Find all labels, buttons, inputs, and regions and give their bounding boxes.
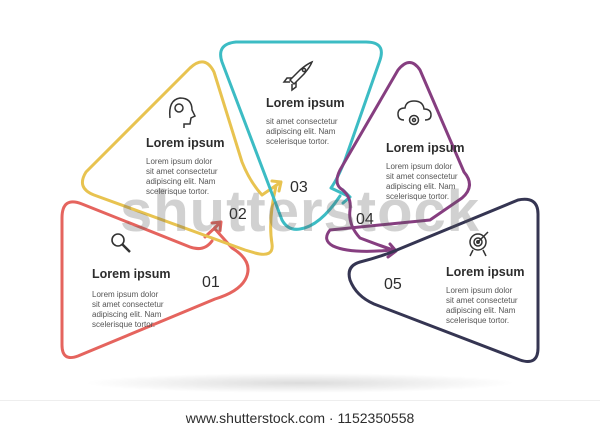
magnifier-icon <box>111 233 131 253</box>
step-1-number: 01 <box>202 274 220 291</box>
cloud-gear-icon <box>397 100 432 126</box>
head-brain-icon <box>168 97 197 128</box>
footer-bar: www.shutterstock.com · 1152350558 <box>0 400 600 435</box>
infographic-diagram: Lorem ipsum Lorem ipsum dolor sit amet c… <box>60 40 540 393</box>
step-1-title: Lorem ipsum <box>92 267 171 281</box>
step-1-desc: Lorem ipsum dolor sit amet consectetur a… <box>92 290 166 329</box>
step-1: Lorem ipsum Lorem ipsum dolor sit amet c… <box>60 200 250 360</box>
target-icon <box>469 231 489 257</box>
step-4-desc: Lorem ipsum dolor sit amet consectetur a… <box>386 162 460 201</box>
step-5: Lorem ipsum Lorem ipsum dolor sit amet c… <box>347 197 540 363</box>
step-4-title: Lorem ipsum <box>386 141 465 155</box>
step-3-number: 03 <box>290 179 308 196</box>
step-2-title: Lorem ipsum <box>146 136 225 150</box>
step-2-desc: Lorem ipsum dolor sit amet consectetur a… <box>146 157 220 196</box>
step-3-title: Lorem ipsum <box>266 96 345 110</box>
step-1-outline <box>60 200 250 360</box>
step-2: Lorem ipsum Lorem ipsum dolor sit amet c… <box>80 60 283 256</box>
step-4: Lorem ipsum Lorem ipsum dolor sit amet c… <box>325 61 471 259</box>
footer-text: www.shutterstock.com · 1152350558 <box>185 410 415 426</box>
step-5-number: 05 <box>384 276 402 293</box>
step-5-title: Lorem ipsum <box>446 265 525 279</box>
step-3: Lorem ipsum sit amet consectetur adipisc… <box>219 40 383 231</box>
step-3-desc: sit amet consectetur adipiscing elit. Na… <box>266 117 340 146</box>
rocket-icon <box>282 60 314 92</box>
ground-shadow <box>85 373 515 393</box>
step-5-outline <box>347 197 540 363</box>
step-5-desc: Lorem ipsum dolor sit amet consectetur a… <box>446 286 520 325</box>
step-4-number: 04 <box>356 211 374 228</box>
step-2-number: 02 <box>229 206 247 223</box>
